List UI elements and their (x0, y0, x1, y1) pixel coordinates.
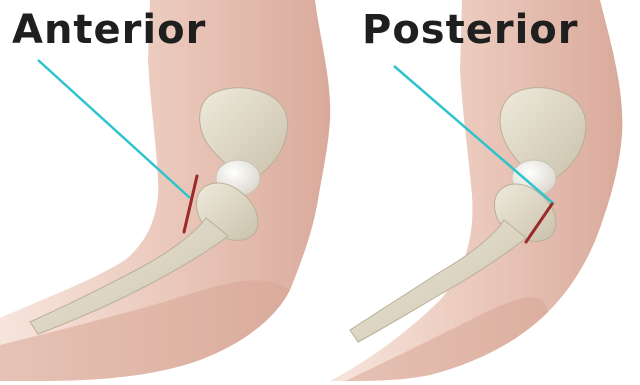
anterior-label: Anterior (12, 6, 206, 54)
posterior-panel (330, 0, 622, 381)
posterior-label: Posterior (362, 6, 579, 54)
anterior-panel (0, 0, 330, 381)
